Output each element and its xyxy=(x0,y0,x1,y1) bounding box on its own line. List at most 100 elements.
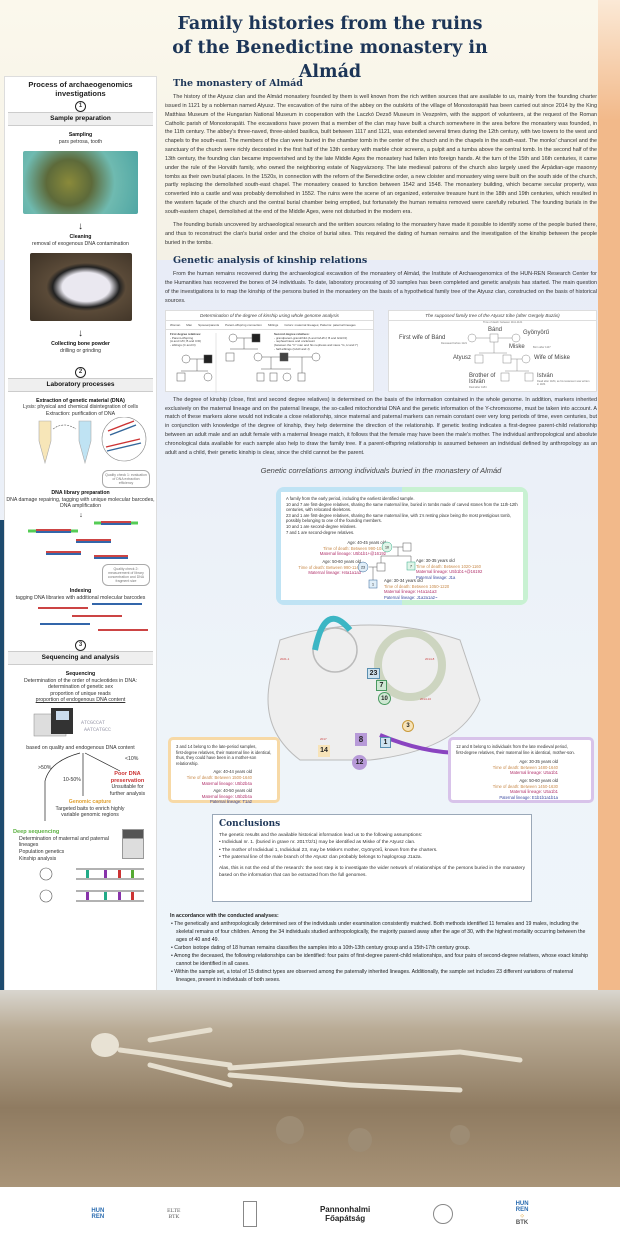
tree-name: Wife of Miske xyxy=(534,354,571,361)
dna-extraction-illustration xyxy=(38,417,146,465)
late-period-box-3-14: 3 and 14 belong to the late-period sampl… xyxy=(168,737,280,805)
analyses-title: In accordance with the conducted analyse… xyxy=(170,913,279,919)
conclusion-item: • The mother of Individual 1, Individual… xyxy=(219,847,438,853)
genetic-paragraph-1: From the human remains recovered during … xyxy=(165,271,597,304)
sampling-photo xyxy=(23,151,138,215)
list-item: proportion of endogenous DNA content xyxy=(35,697,126,704)
section-title-monastery: The monastery of Almád xyxy=(173,78,303,89)
step-title: Indexing xyxy=(69,588,92,595)
step-title: Sequencing xyxy=(65,671,96,678)
tree-note: Born after 1107 xyxy=(533,345,551,349)
svg-text:ATCGCCAT: ATCGCCAT xyxy=(81,720,105,726)
analyses-summary: In accordance with the conducted analyse… xyxy=(170,912,595,984)
svg-text:2017: 2017 xyxy=(320,737,327,741)
skeleton-excavation-photo xyxy=(0,990,620,1187)
arrow-down-icon: ↓ xyxy=(78,328,83,340)
section-laboratory-processes: Laboratory processes xyxy=(8,377,153,392)
lineage-illustration xyxy=(39,867,144,903)
conclusions-box: Conclusions The genetic results and the … xyxy=(212,814,532,902)
tree-name: Gyönyörű xyxy=(523,329,550,336)
map-label-8: 8 xyxy=(355,733,367,746)
monastery-paragraph-1: The history of the Atyusz clan and the A… xyxy=(165,94,597,215)
analysis-item: • Carbon isotope dating of 18 human rema… xyxy=(171,945,471,951)
map-label-7: 7 xyxy=(376,680,387,691)
svg-text:1: 1 xyxy=(372,583,374,587)
genomic-capture-title: Genomic capture xyxy=(68,799,112,806)
step-number: 1 xyxy=(75,101,86,112)
svg-text:7: 7 xyxy=(410,565,412,569)
conclusions-intro: The genetic results and the available hi… xyxy=(219,833,423,838)
step-desc: drilling or grinding xyxy=(60,347,101,354)
step-desc: removal of exogenous DNA contamination xyxy=(32,240,129,247)
indexing-illustration xyxy=(37,602,148,631)
step-desc: DNA damage repairing, tagging with uniqu… xyxy=(6,496,155,510)
analysis-item: • Within the sample set, a total of 15 d… xyxy=(171,969,574,983)
kinship-degree-figure: Determination of the degree of kinship u… xyxy=(165,309,374,393)
main-content: The monastery of Almád The history of th… xyxy=(165,78,597,475)
map-label-1: 1 xyxy=(380,737,391,748)
orange-side-band xyxy=(598,0,620,1000)
step-title: DNA library preparation xyxy=(51,489,110,496)
deep-sequencing-block: Deep sequencing Determination of materna… xyxy=(5,829,156,862)
late-medieval-box-12-8: 12 and 8 belong to individuals from the … xyxy=(448,737,594,803)
tree-note: Dead after 1184, as his testament was wr… xyxy=(537,379,590,386)
genetic-paragraph-2: The degree of kinship (close, first and … xyxy=(165,396,597,456)
tree-name: Brother of István xyxy=(469,372,496,386)
conclusion-item: • The paternal line of the male branch o… xyxy=(219,854,422,860)
list-item: Kinship analysis xyxy=(19,855,57,862)
atyusz-family-tree-figure: The supposed family tree of the Atyusz t… xyxy=(388,309,597,392)
process-heading: Process of archaeogenomics investigation… xyxy=(28,80,133,98)
step-desc: pars petrosa, tooth xyxy=(58,138,103,145)
figure-caption: The supposed family tree of the Atyusz t… xyxy=(389,311,596,321)
step-number: 3 xyxy=(75,640,86,652)
arrow-down-icon: ↓ xyxy=(78,221,83,233)
threshold-label: <10% xyxy=(125,756,139,763)
map-label-14: 14 xyxy=(318,745,330,757)
decision-label: based on quality and endogenous DNA cont… xyxy=(26,744,135,751)
process-panel: Process of archaeogenomics investigation… xyxy=(4,76,157,996)
family-tree xyxy=(467,333,534,381)
step-desc: tagging DNA libraries with additional mo… xyxy=(15,594,146,601)
svg-text:2014-10: 2014-10 xyxy=(420,697,431,701)
logo-benedictine-seal xyxy=(432,1203,453,1224)
tree-note: Deceased before 1121 xyxy=(440,341,467,345)
logo-tihany-abbey xyxy=(243,1200,258,1227)
svg-text:↓: ↓ xyxy=(79,512,83,519)
conclusion-item: • Individual nr. 1. (buried in grave nr.… xyxy=(219,840,416,846)
tree-note: Time of death: between 1111-1121 xyxy=(483,320,523,324)
svg-text:10: 10 xyxy=(385,546,389,550)
poor-preservation-title: Poor DNA preservation xyxy=(110,771,145,784)
list-item: Population genetics xyxy=(19,849,65,856)
deep-sequencing-title: Deep sequencing xyxy=(13,829,60,836)
early-family-box: A family from the early period, includin… xyxy=(281,492,523,600)
monastery-paragraph-2: The founding burials uncovered by archae… xyxy=(165,221,597,246)
threshold-label: 10-50% xyxy=(63,777,81,784)
svg-text:AATCATGCC: AATCATGCC xyxy=(84,727,111,733)
dna-library-illustration: ↓ xyxy=(27,512,138,559)
cleaning-photo xyxy=(29,253,132,322)
correlations-title: Genetic correlations among individuals b… xyxy=(260,465,502,475)
map-label-3: 3 xyxy=(402,720,414,732)
sequencer-machine-icon xyxy=(122,829,144,860)
step-desc: Lysis: physical and chemical disintegrat… xyxy=(22,404,139,411)
map-label-10: 10 xyxy=(378,692,391,705)
genomic-capture-desc: Targeted baits to enrich highly variable… xyxy=(55,805,125,819)
step-title: Collecting bone powder xyxy=(51,341,110,348)
analysis-item: • The genetically and anthropologically … xyxy=(171,921,586,943)
